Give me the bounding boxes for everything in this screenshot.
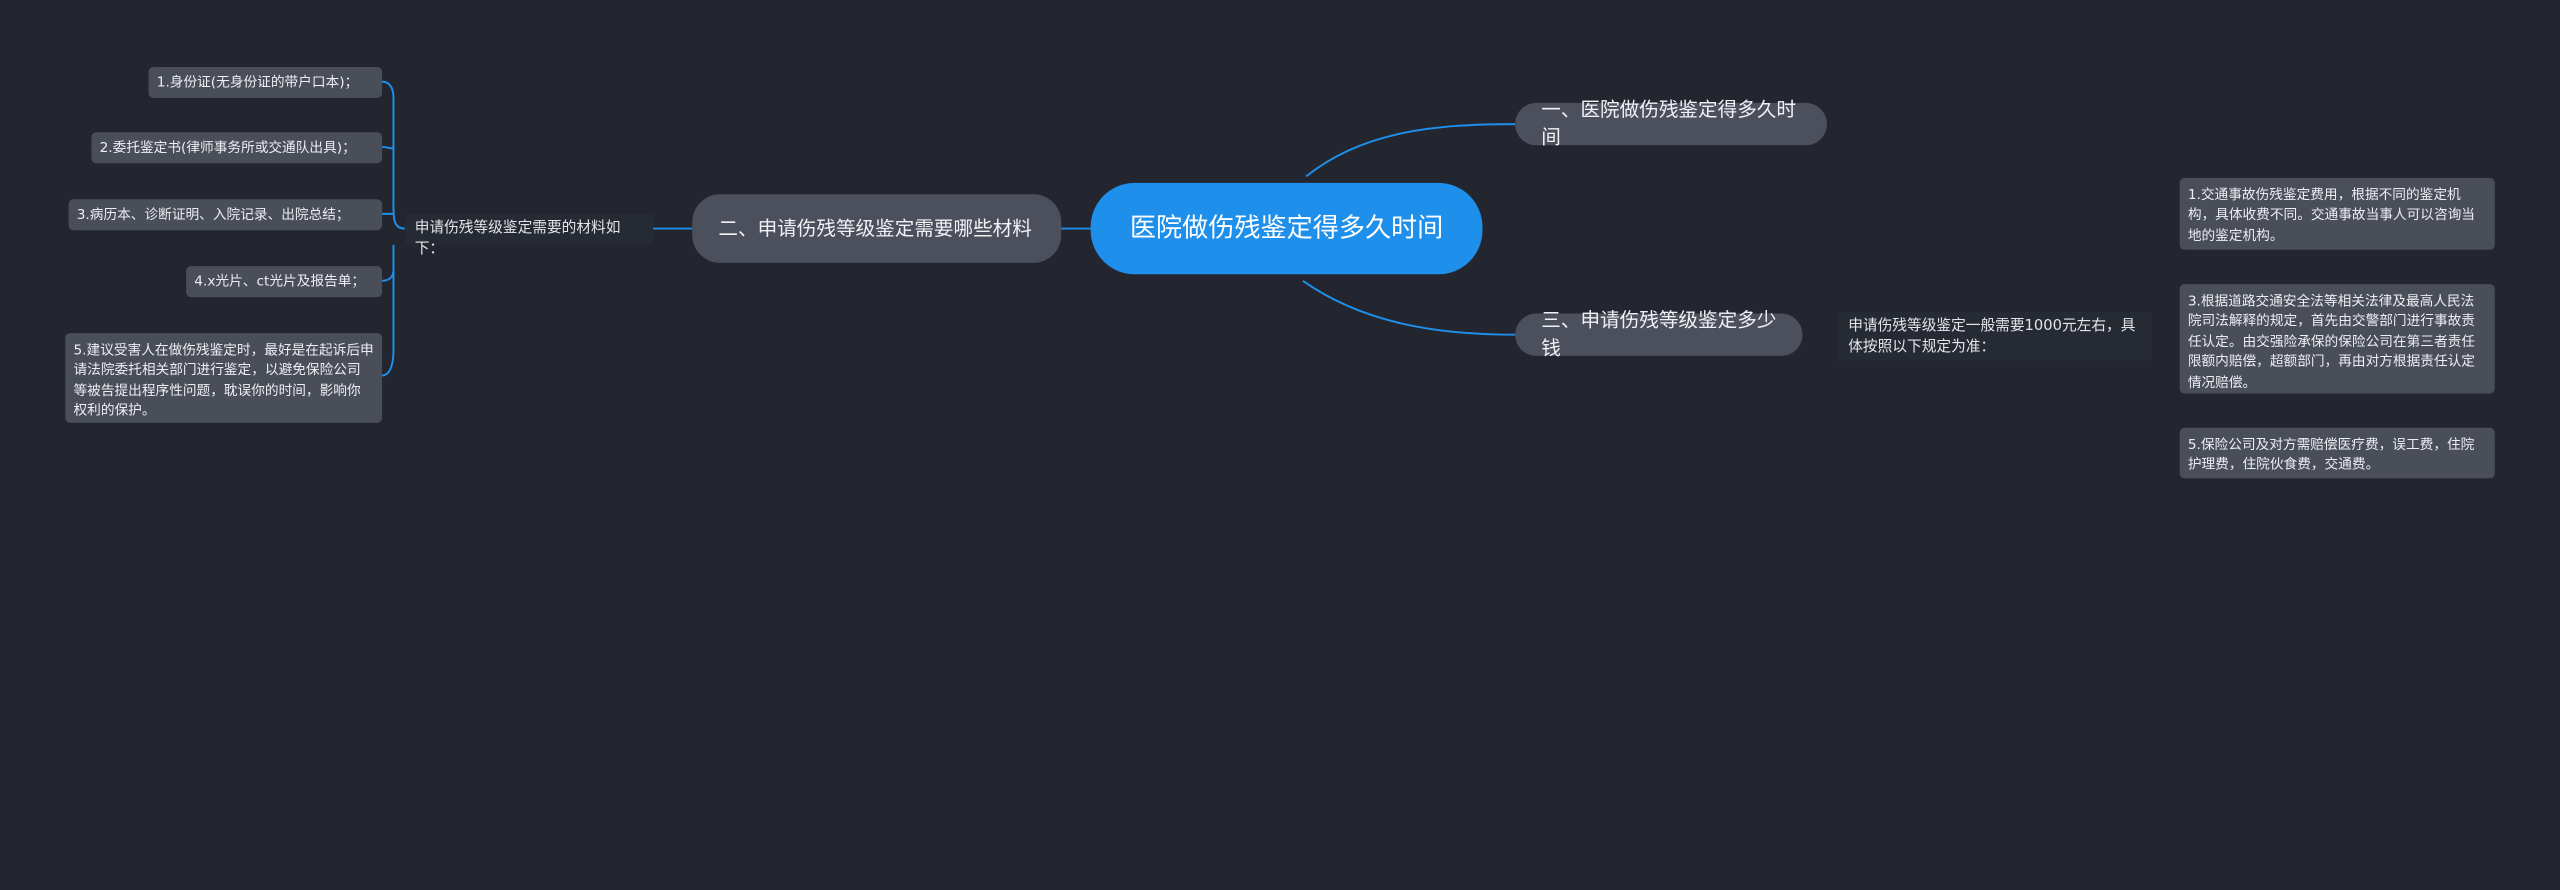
item-label: 1.身份证(无身份证的带户口本)； [156, 73, 359, 91]
branch-3-sub-label: 申请伤残等级鉴定一般需要1000元左右，具体按照以下规定为准： [1848, 318, 2136, 356]
link-sub2-leaves [381, 80, 406, 377]
root-node[interactable]: 医院做伤残鉴定得多久时间 [1090, 182, 1483, 275]
connector-lines [381, 80, 1516, 377]
branch-3-label: 三、申请伤残等级鉴定多少钱 [1541, 308, 1777, 360]
item-label: 1.交通事故伤残鉴定费用，根据不同的鉴定机构，具体收费不同。交通事故当事人可以咨… [2187, 186, 2475, 243]
branch-2-subtitle[interactable]: 申请伤残等级鉴定需要的材料如下： [404, 213, 654, 258]
branch-2-item-5[interactable]: 5.建议受害人在做伤残鉴定时，最好是在起诉后申请法院委托相关部门进行鉴定，以避免… [65, 333, 383, 423]
branch-3-subtitle[interactable]: 申请伤残等级鉴定一般需要1000元左右，具体按照以下规定为准： [1838, 311, 2152, 361]
root-label: 医院做伤残鉴定得多久时间 [1129, 212, 1444, 244]
branch-3-item-2[interactable]: 3.根据道路交通安全法等相关法律及最高人民法院司法解释的规定，首先由交警部门进行… [2179, 284, 2495, 394]
branch-2-item-4[interactable]: 4.x光片、ct光片及报告单； [186, 266, 383, 298]
branch-2-sub-label: 申请伤残等级鉴定需要的材料如下： [414, 220, 621, 258]
item-label: 2.委托鉴定书(律师事务所或交通队出具)； [99, 139, 356, 156]
link-root-branch1 [1305, 123, 1516, 178]
branch-2-label: 二、申请伤残等级鉴定需要哪些材料 [718, 216, 1032, 240]
link-root-branch3 [1302, 280, 1516, 336]
item-label: 3.病历本、诊断证明、入院记录、出院总结； [76, 206, 350, 223]
item-label: 4.x光片、ct光片及报告单； [194, 273, 366, 290]
item-label: 5.建议受害人在做伤残鉴定时，最好是在起诉后申请法院委托相关部门进行鉴定，以避免… [73, 341, 374, 419]
branch-2-item-3[interactable]: 3.病历本、诊断证明、入院记录、出院总结； [68, 199, 383, 231]
item-label: 3.根据道路交通安全法等相关法律及最高人民法院司法解释的规定，首先由交警部门进行… [2187, 292, 2475, 390]
item-label: 5.保险公司及对方需赔偿医疗费，误工费，住院护理费，住院伙食费，交通费。 [2187, 435, 2475, 473]
branch-node-1[interactable]: 一、医院做伤残鉴定得多久时间 [1515, 98, 1827, 149]
branch-node-2[interactable]: 二、申请伤残等级鉴定需要哪些材料 [692, 194, 1062, 263]
branch-3-item-1[interactable]: 1.交通事故伤残鉴定费用，根据不同的鉴定机构，具体收费不同。交通事故当事人可以咨… [2179, 177, 2495, 250]
branch-2-item-1[interactable]: 1.身份证(无身份证的带户口本)； [148, 66, 383, 98]
branch-2-item-2[interactable]: 2.委托鉴定书(律师事务所或交通队出具)； [91, 132, 383, 164]
branch-1-label: 一、医院做伤残鉴定得多久时间 [1541, 97, 1796, 149]
branch-3-item-3[interactable]: 5.保险公司及对方需赔偿医疗费，误工费，住院护理费，住院伙食费，交通费。 [2179, 427, 2495, 479]
branch-node-3[interactable]: 三、申请伤残等级鉴定多少钱 [1515, 309, 1803, 359]
